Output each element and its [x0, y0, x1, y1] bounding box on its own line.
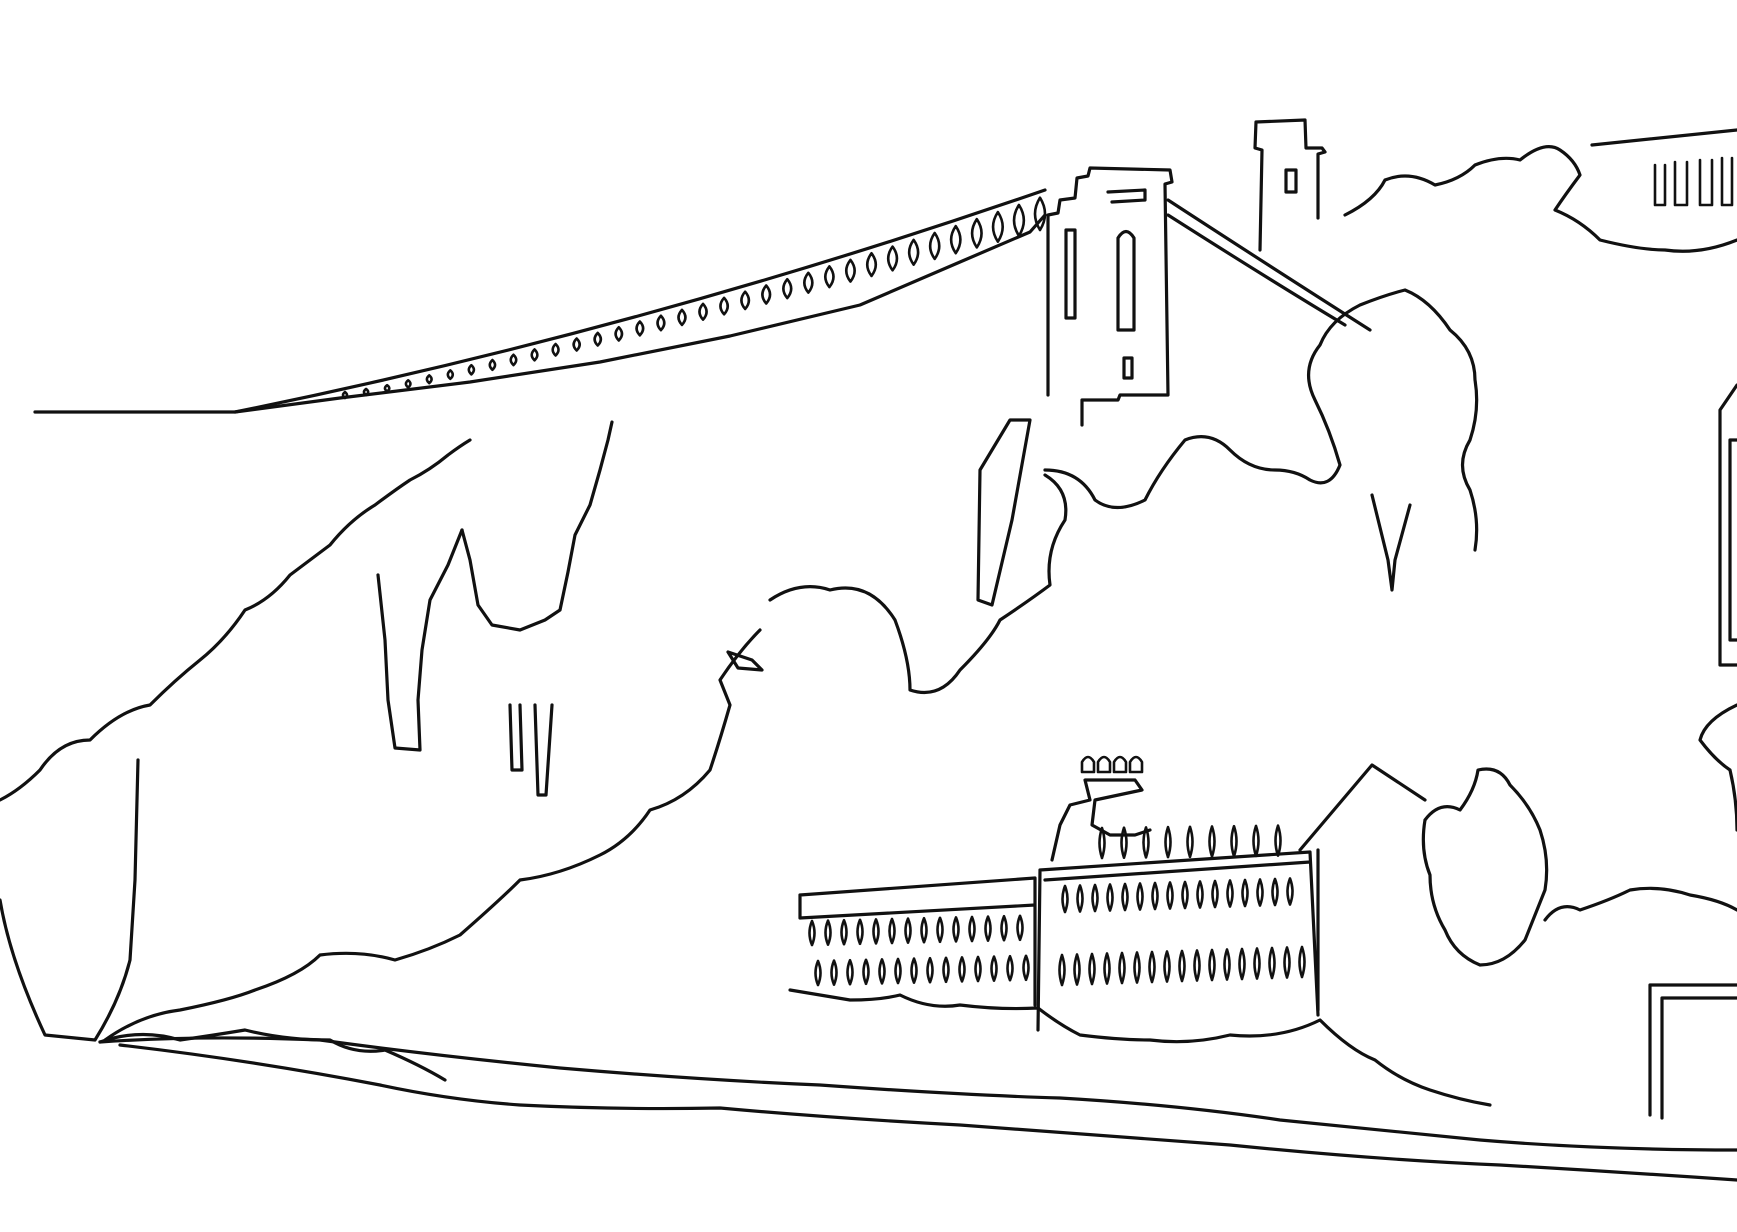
building-left-block: [798, 876, 1037, 1007]
right-building-arches: [1653, 156, 1734, 207]
gorge-cliffs-and-trees: [0, 145, 1737, 1042]
tower-window-slot-left: [1064, 228, 1077, 320]
cliff-slit-b: [533, 703, 554, 797]
tower-window-slot-right: [1116, 229, 1136, 332]
bridge-deck-line: [33, 213, 1047, 414]
riverbank: [98, 983, 1737, 1182]
observatory-tower: [1253, 118, 1327, 252]
bridge-main-cable: [233, 188, 1047, 414]
gable-house: [1298, 763, 1427, 1012]
tower-cable-right: [1166, 198, 1372, 332]
tower-bottom-window: [1122, 356, 1134, 380]
right-building-top: [1590, 128, 1737, 147]
right-building-window: [1728, 438, 1737, 642]
right-gateway: [1648, 983, 1737, 1120]
cliff-upper-mid: [768, 473, 1068, 695]
ground-contour: [98, 1028, 447, 1082]
building-middle-block: [1036, 850, 1320, 1032]
cliff-left-fissure: [376, 528, 464, 752]
building-base-contour: [788, 988, 1492, 1107]
tree-trunk-v: [1370, 493, 1412, 592]
suspension-bridge: [33, 118, 1372, 427]
right-building: [1590, 128, 1737, 667]
foliage-right-edge: [1698, 703, 1737, 832]
observatory-window: [1284, 168, 1298, 194]
tree-right: [1421, 767, 1549, 967]
tower-top-slot: [1106, 188, 1147, 204]
river-edge-lower: [118, 1043, 1737, 1182]
foliage-center: [1043, 288, 1479, 552]
roof-dormers: [1098, 824, 1282, 860]
bridge-hangers: [341, 196, 1047, 400]
cliff-slit-a: [508, 703, 524, 772]
cliff-slab: [976, 418, 1032, 607]
river-edge-upper: [98, 1036, 1737, 1152]
cliff-lower-left: [0, 758, 140, 1042]
riverside-buildings: [798, 755, 1737, 1032]
cliff-left-outline: [0, 438, 472, 802]
cliff-left-fissure-2: [460, 420, 614, 632]
building-roof-chimneys: [1050, 778, 1152, 862]
foliage-right-low: [1543, 886, 1737, 922]
right-building-wall: [1718, 383, 1737, 667]
building-middle-windows: [1058, 877, 1306, 987]
bridge-tower-left: [1046, 166, 1174, 427]
cliff-hook: [726, 650, 764, 672]
building-left-windows: [808, 914, 1030, 987]
cliff-slope: [103, 628, 762, 1042]
foliage-top-right: [1343, 145, 1737, 253]
tower-cable-right-lower: [1166, 213, 1347, 327]
chimney-pots: [1080, 755, 1144, 774]
